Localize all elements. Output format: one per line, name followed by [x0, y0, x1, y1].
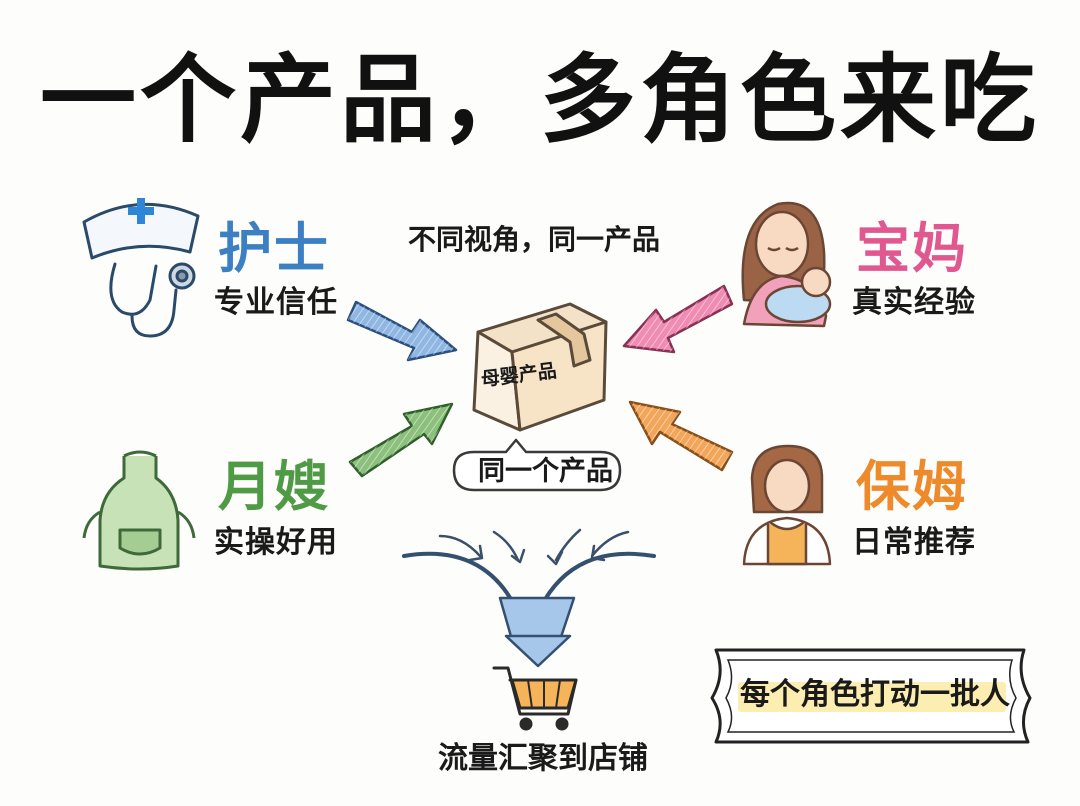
role-desc-nanny: 日常推荐 [852, 525, 976, 560]
arrow-nurse-to-box [346, 300, 458, 362]
role-name-confinement-nanny: 月嫂 [218, 455, 330, 518]
role-name-mother: 宝妈 [856, 217, 968, 280]
role-name-nurse: 护士 [218, 217, 330, 280]
summary-banner-frame [710, 648, 1032, 744]
nanny-icon [742, 444, 832, 566]
role-desc-confinement-nanny: 实操好用 [214, 525, 338, 560]
role-desc-nurse: 专业信任 [214, 285, 338, 320]
mother-with-baby-icon [741, 201, 832, 328]
banner-text: 每个角色打动一批人 [740, 677, 1010, 712]
traffic-funnel-arrows [402, 528, 656, 668]
subtitle: 不同视角，同一产品 [408, 223, 661, 256]
arrow-confinement-nanny-to-box [348, 402, 454, 478]
arrow-mother-to-box [622, 284, 734, 354]
flow-label: 流量汇聚到店铺 [438, 741, 648, 776]
page-title: 一个产品，多角色来吃 [40, 44, 1040, 156]
arrow-nanny-to-box [628, 400, 734, 472]
role-name-nanny: 保姆 [856, 455, 968, 518]
product-box-icon [472, 302, 608, 432]
shopping-cart-icon [492, 666, 578, 731]
center-speech-bubble [452, 438, 622, 492]
apron-icon [82, 450, 196, 571]
role-desc-mother: 真实经验 [852, 285, 976, 320]
bubble-text: 同一个产品 [478, 456, 613, 487]
nurse-cap-stethoscope-icon [82, 198, 200, 338]
